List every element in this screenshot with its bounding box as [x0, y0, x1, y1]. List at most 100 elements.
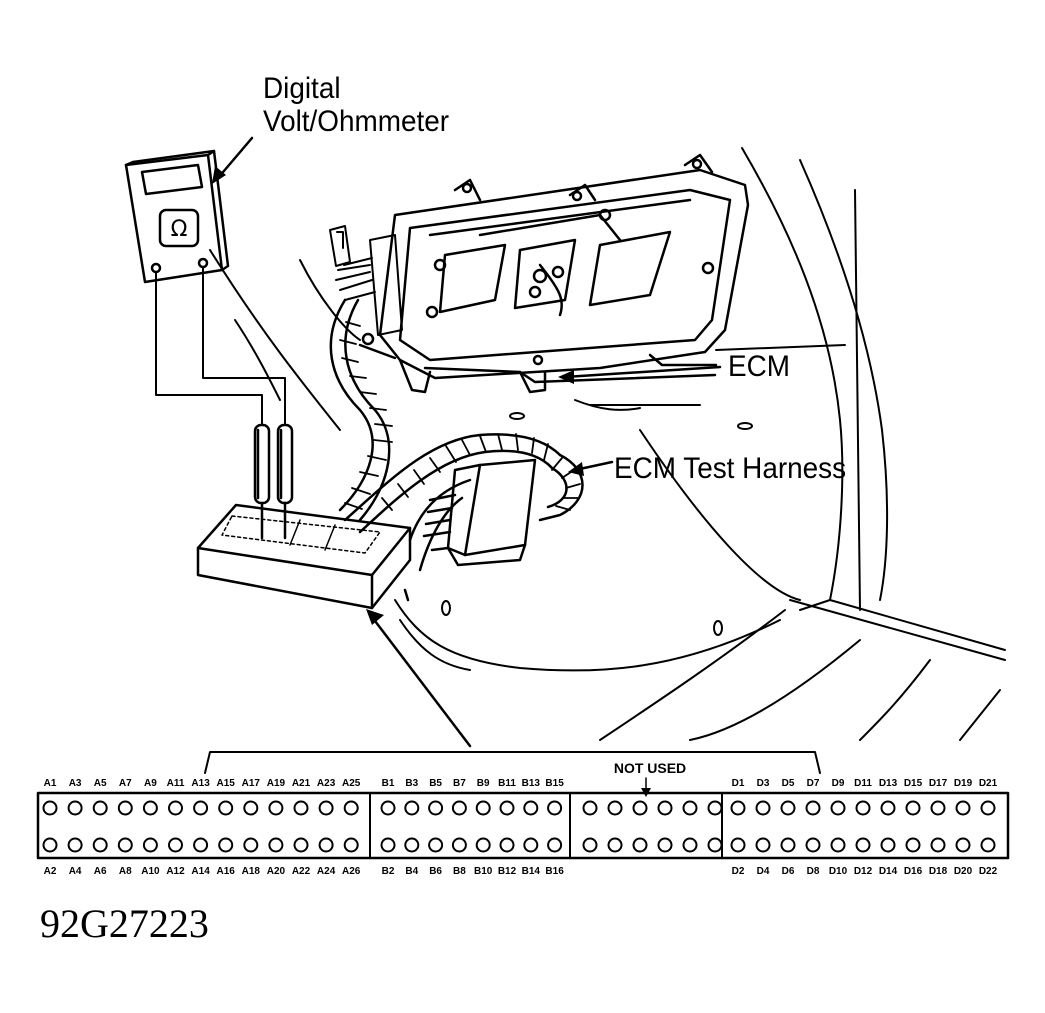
connector-pin	[805, 800, 821, 816]
breakout-box	[196, 503, 412, 610]
pin-label: D13	[879, 778, 898, 789]
pin-label: D20	[954, 866, 973, 877]
connector-pin	[682, 800, 698, 816]
connector-pin	[451, 837, 467, 853]
pin-label: B14	[522, 866, 541, 877]
pin-label: B3	[405, 778, 418, 789]
connector-pin	[404, 837, 420, 853]
pin-label: A13	[191, 778, 210, 789]
connector-pin	[755, 837, 771, 853]
pin-label: D22	[979, 866, 998, 877]
pin-label: B6	[429, 866, 442, 877]
pin-label: A8	[119, 866, 132, 877]
connector-pin	[343, 800, 359, 816]
connector-pin	[117, 837, 133, 853]
harness-conduit	[329, 298, 584, 602]
pin-label: D11	[854, 778, 872, 789]
pin-label: A19	[267, 778, 286, 789]
connector-pin	[707, 837, 723, 853]
pin-label: B5	[429, 778, 442, 789]
pin-label: B8	[453, 866, 466, 877]
connector-pin	[193, 837, 209, 853]
pin-label: A18	[242, 866, 261, 877]
pin-label: B10	[474, 866, 493, 877]
connector-pin	[218, 800, 234, 816]
connector-pin	[855, 837, 871, 853]
connector-pin	[142, 837, 158, 853]
pin-label: A11	[167, 778, 185, 789]
connector-pin	[607, 837, 623, 853]
pin-label: A14	[191, 866, 210, 877]
pin-label: A1	[44, 778, 57, 789]
pin-label: A25	[342, 778, 361, 789]
pin-label: A9	[144, 778, 157, 789]
test-harness-connector	[422, 458, 537, 567]
ohm-symbol: Ω	[171, 217, 188, 242]
connector-pin	[318, 800, 334, 816]
connector-bracket	[204, 751, 821, 774]
pin-label: A12	[166, 866, 185, 877]
pin-label: D17	[929, 778, 948, 789]
connector-pin	[380, 800, 396, 816]
pin-label: B1	[382, 778, 395, 789]
pin-label: B11	[498, 778, 516, 789]
connector-pin	[657, 837, 673, 853]
pin-label: A24	[317, 866, 336, 877]
pin-label: D19	[954, 778, 973, 789]
connector-pin	[92, 800, 108, 816]
connector-pin	[955, 837, 971, 853]
figure-id: 92G27223	[40, 901, 209, 946]
connector-pin	[499, 800, 515, 816]
pin-label: D7	[807, 778, 820, 789]
connector-pin	[582, 837, 598, 853]
meter-callout: Digital Volt/Ohmmeter	[263, 72, 449, 138]
connector-pin	[318, 837, 334, 853]
pin-label: A16	[217, 866, 236, 877]
pin-label: B7	[453, 778, 466, 789]
connector-pin	[632, 837, 648, 853]
pin-label: B15	[545, 778, 564, 789]
connector-pin	[523, 800, 539, 816]
pin-label: A20	[267, 866, 286, 877]
pin-label: A21	[292, 778, 311, 789]
pin-label: D18	[929, 866, 948, 877]
connector-pin	[168, 837, 183, 853]
connector-pin	[523, 837, 539, 853]
connector-pin	[380, 837, 396, 853]
harness-ribs	[339, 321, 581, 511]
pin-label: D14	[879, 866, 898, 877]
pin-label: D2	[732, 866, 745, 877]
pin-label: B13	[522, 778, 541, 789]
pin-label: D8	[807, 866, 820, 877]
meter-callout-line1: Digital	[263, 72, 341, 105]
connector-pin	[428, 837, 444, 853]
connector-pin	[582, 800, 598, 816]
pin-label: D15	[904, 778, 923, 789]
connector-pin	[755, 800, 771, 816]
connector-pin	[547, 837, 563, 853]
pin-label: A10	[141, 866, 160, 877]
connector-pin	[780, 800, 796, 816]
connector-pin	[955, 800, 971, 816]
connector-pin	[67, 837, 83, 853]
connector-pin	[268, 800, 284, 816]
connector-pin	[268, 837, 284, 853]
connector-pin	[451, 800, 467, 816]
multimeter	[124, 149, 230, 284]
connector-pin	[730, 800, 746, 816]
connector-pin	[930, 837, 946, 853]
connector-pin	[428, 800, 444, 816]
pin-label: D16	[904, 866, 923, 877]
ecm-connector-face	[36, 791, 1010, 860]
pin-label: A3	[69, 778, 82, 789]
pin-label: D4	[757, 866, 770, 877]
pin-label: D5	[782, 778, 795, 789]
pin-label: B4	[405, 866, 418, 877]
connector-pin	[42, 837, 58, 853]
connector-pin	[117, 800, 133, 816]
connector-pin	[142, 800, 158, 816]
pin-label: A7	[119, 778, 132, 789]
connector-pin	[168, 800, 183, 816]
connector-pin	[830, 837, 846, 853]
